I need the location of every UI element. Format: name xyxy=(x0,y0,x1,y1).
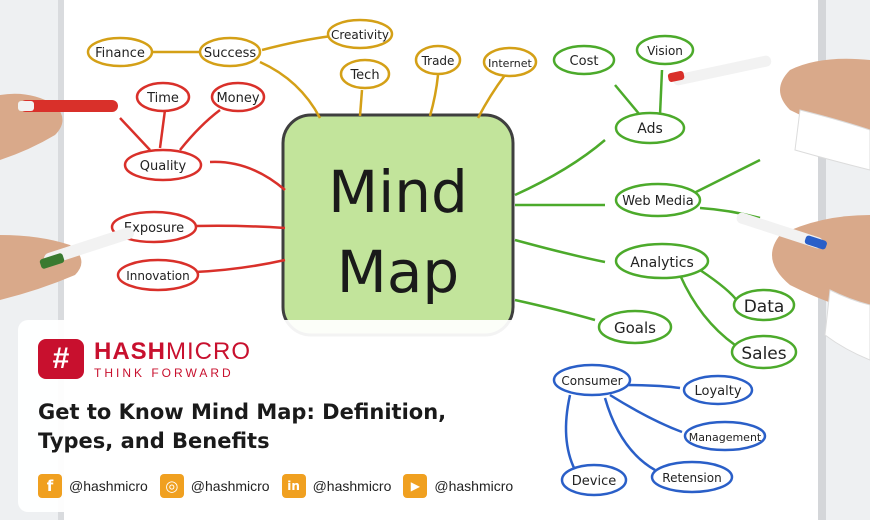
node-analytics: Analytics xyxy=(630,255,694,271)
left-hand-bottom xyxy=(0,227,134,300)
blue-branch-nodes: Consumer Loyalty Management Retension De… xyxy=(552,363,767,497)
social-handle: @hashmicro xyxy=(312,478,392,494)
linkedin-icon: in xyxy=(281,474,306,498)
node-goals: Goals xyxy=(614,319,656,337)
node-exposure: Exposure xyxy=(124,221,184,236)
orange-branch-lines xyxy=(152,34,507,119)
right-hand-top xyxy=(667,55,870,171)
node-device: Device xyxy=(572,474,616,489)
brand-name-hash: HASH xyxy=(94,337,167,365)
node-cost: Cost xyxy=(570,54,599,69)
brand-tagline: THINK FORWARD xyxy=(94,365,234,380)
social-handle: @hashmicro xyxy=(190,478,270,494)
brand-name-micro: MICRO xyxy=(166,337,252,365)
center-label-mind: Mind xyxy=(328,158,468,226)
brand-name: HASHMICRO xyxy=(94,337,252,365)
social-handle: @hashmicro xyxy=(69,478,148,494)
facebook-icon: f xyxy=(38,474,62,498)
node-internet: Internet xyxy=(488,57,532,70)
node-finance: Finance xyxy=(95,46,145,61)
node-sales: Sales xyxy=(741,344,786,364)
brand-wordmark: HASHMICRO THINK FORWARD xyxy=(94,337,252,380)
node-quality: Quality xyxy=(140,159,187,174)
node-data: Data xyxy=(744,297,785,317)
node-trade: Trade xyxy=(421,54,455,68)
node-success: Success xyxy=(204,46,257,61)
node-tech: Tech xyxy=(349,68,379,83)
article-title: Get to Know Mind Map: Definition, Types,… xyxy=(38,400,447,454)
hashmicro-logo-icon: # xyxy=(38,339,84,379)
right-hand-bottom xyxy=(736,212,870,361)
node-vision: Vision xyxy=(647,44,683,58)
green-branch-lines xyxy=(514,69,761,347)
social-handle: @hashmicro xyxy=(434,478,514,494)
node-consumer: Consumer xyxy=(561,374,622,388)
orange-branch-nodes: Finance Success Creativity Tech Trade In… xyxy=(86,18,538,90)
social-links: f @hashmicro ◎ @hashmicro in @hashmicro … xyxy=(38,474,513,498)
node-web-media: Web Media xyxy=(622,194,694,209)
node-management: Management xyxy=(689,431,762,444)
youtube-icon: ▶ xyxy=(403,474,428,498)
node-retension: Retension xyxy=(662,471,721,485)
node-ads: Ads xyxy=(637,121,663,137)
blue-branch-lines xyxy=(564,383,683,472)
green-branch-nodes: Cost Vision Ads Web Media Analytics Goal… xyxy=(552,34,798,370)
left-hand-top xyxy=(0,93,118,160)
center-label-map: Map xyxy=(337,238,459,306)
node-creativity: Creativity xyxy=(331,28,389,42)
social-linkedin[interactable]: in @hashmicro xyxy=(281,474,392,498)
brand-logo[interactable]: # HASHMICRO THINK FORWARD xyxy=(38,336,530,382)
instagram-icon: ◎ xyxy=(159,474,184,498)
article-card: # HASHMICRO THINK FORWARD Get to Know Mi… xyxy=(18,320,550,512)
red-branch-lines xyxy=(119,109,286,274)
center-node: Mind Map xyxy=(281,113,515,337)
node-money: Money xyxy=(216,91,259,106)
social-facebook[interactable]: f @hashmicro xyxy=(38,474,148,498)
node-innovation: Innovation xyxy=(126,269,190,283)
node-time: Time xyxy=(146,91,179,106)
social-instagram[interactable]: ◎ @hashmicro xyxy=(159,474,270,498)
node-loyalty: Loyalty xyxy=(694,384,741,399)
social-youtube[interactable]: ▶ @hashmicro xyxy=(403,474,513,498)
red-branch-nodes: Time Money Quality Exposure Innovation xyxy=(110,81,266,292)
